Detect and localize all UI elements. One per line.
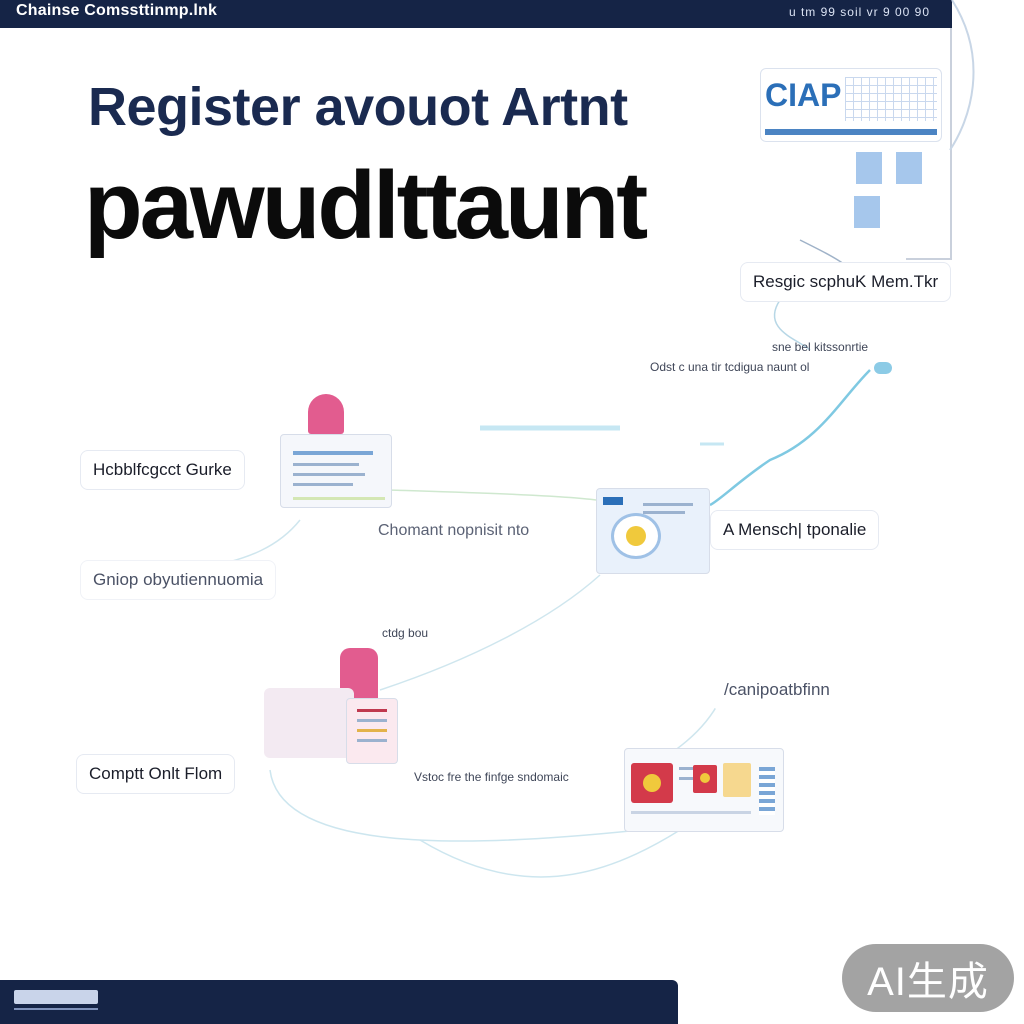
connector-line [389, 489, 597, 501]
form-line [357, 739, 387, 742]
form-card [346, 698, 398, 764]
blue-tile [896, 152, 922, 184]
dashboard-tile-red-small [693, 765, 717, 793]
blue-tile [856, 152, 882, 184]
image-sun-icon [626, 526, 646, 546]
headline-secondary: pawudlttaunt [84, 152, 648, 259]
footer-logo [14, 990, 98, 1004]
label-register: Resgic scphuK Mem.Tkr [740, 262, 952, 302]
frame-divider [950, 28, 952, 260]
header-meta: u tm 99 soil vr 9 00 90 [788, 5, 930, 19]
dashboard-line [679, 777, 695, 780]
form-node [260, 648, 410, 768]
label-meschl: A Mensch| tponalie [710, 510, 880, 550]
tile-dot-icon [643, 774, 661, 792]
form-line [357, 709, 387, 712]
label-complete-form: Comptt Onlt Flom [76, 754, 236, 794]
image-line [643, 503, 693, 506]
label-gniop: Gniop obyutiennuomia [80, 560, 277, 600]
form-line [357, 729, 387, 732]
label-chomant: Chomant nopnisit nto [378, 522, 530, 539]
document-card [280, 434, 392, 508]
label-loanip: /canipoatbfinn [712, 670, 842, 710]
dashboard-tile-yellow [723, 763, 751, 797]
connector-line [949, 0, 975, 151]
ciap-label: CIAP [765, 77, 842, 113]
top-bar: Chainse Comssttinmp.lnk u tm 99 soil vr … [0, 0, 952, 28]
ciap-card: CIAP [760, 68, 942, 142]
doc-line [293, 473, 365, 476]
caption-small: ctdg bou [382, 626, 429, 640]
image-line [643, 511, 685, 514]
card-bar [765, 129, 937, 135]
image-node [596, 488, 710, 574]
image-tab [603, 497, 623, 505]
dashboard-bars [759, 767, 775, 815]
ai-generated-badge: AI生成 [842, 944, 1014, 1012]
dashboard-node [624, 748, 784, 832]
toggle-dot-icon [874, 362, 892, 374]
dashboard-tile-red [631, 763, 673, 803]
dashboard-line [631, 811, 751, 814]
connector-line [379, 574, 601, 691]
doc-line [293, 451, 373, 455]
connector-line [773, 299, 811, 351]
figure-base [264, 688, 354, 758]
doc-line [293, 483, 353, 486]
connector-line [419, 829, 681, 878]
form-line [357, 719, 387, 722]
doc-line [293, 497, 385, 500]
headline-primary: Register avouot Artnt [88, 77, 628, 137]
frame-divider [906, 258, 952, 260]
doc-line [293, 463, 359, 466]
caption-vstoc: Vstoc fre the finfge sndomaic [414, 770, 569, 784]
footer-logo-line [14, 1008, 98, 1010]
connector-line [709, 369, 871, 507]
dashboard-line [679, 767, 695, 770]
pink-cap-icon [308, 394, 344, 434]
grid-graphic [845, 77, 937, 121]
window-title: Chainse Comssttinmp.lnk [16, 2, 218, 19]
caption-subtitle: sne bel kitssonrtie [772, 340, 869, 354]
connector-line [269, 769, 641, 842]
image-circle-icon [611, 513, 661, 559]
caption-subtitle: Odst c una tir tcdigua naunt ol [650, 360, 810, 374]
tile-dot-icon [700, 773, 710, 783]
bottom-bar [0, 980, 678, 1024]
document-node [276, 394, 396, 514]
label-helpful: Hcbblfcgcct Gurke [80, 450, 245, 490]
blue-tile [854, 196, 880, 228]
